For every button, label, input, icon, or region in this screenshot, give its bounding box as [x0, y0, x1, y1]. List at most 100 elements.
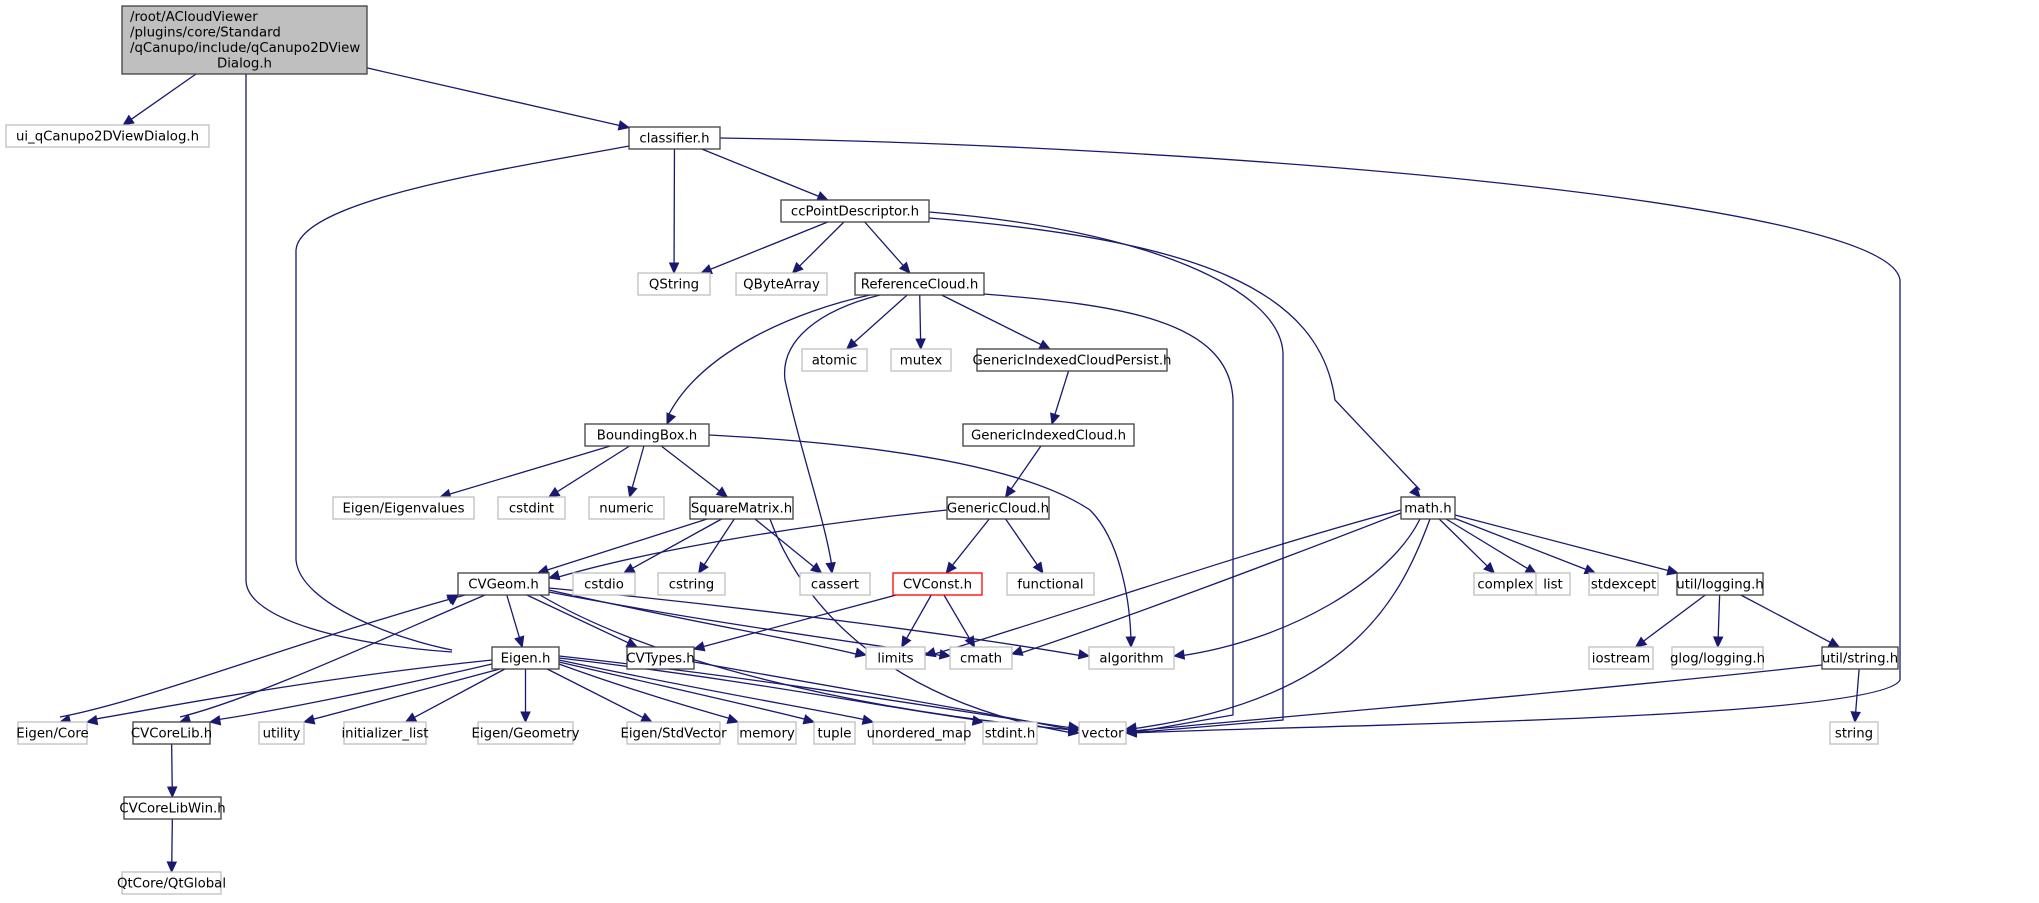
node-cvconst[interactable]: CVConst.h: [892, 572, 983, 596]
node-label: QtCore/QtGlobal: [117, 876, 226, 891]
edge-line: [1454, 514, 1670, 572]
node-label: algorithm: [1099, 651, 1163, 666]
edge-bbox-to-algorithm: [708, 434, 1137, 649]
node-refcloud[interactable]: ReferenceCloud.h: [854, 272, 985, 296]
node-box: [123, 796, 222, 820]
node-sqmatrix[interactable]: SquareMatrix.h: [689, 496, 794, 520]
edge-root-to-cvgeom: [245, 74, 460, 653]
node-label: CVCoreLibWin.h: [119, 801, 225, 816]
edge-line: [554, 509, 948, 579]
edge-line: [1740, 594, 1832, 644]
node-cvcorelibwin[interactable]: CVCoreLibWin.h: [119, 796, 226, 820]
edge-refcloud-to-mutex: [915, 294, 926, 351]
node-label: stdexcept: [1591, 577, 1656, 592]
node-box: [689, 496, 794, 520]
node-utilstring[interactable]: util/string.h: [1821, 646, 1899, 670]
edge-line: [558, 659, 867, 721]
node-box: [121, 5, 368, 75]
node-box: [872, 721, 966, 745]
node-label: cmath: [960, 651, 1002, 666]
node-ccpointdesc[interactable]: ccPointDescriptor.h: [780, 199, 930, 223]
node-cstdio: cstdio: [572, 572, 636, 596]
edge-line: [708, 434, 1132, 642]
node-box: [1829, 721, 1879, 745]
arrowhead-icon: [404, 712, 418, 723]
node-classifier[interactable]: classifier.h: [628, 126, 721, 150]
node-ui_dialog: ui_qCanupo2DViewDialog.h: [5, 124, 210, 148]
edge-line: [853, 294, 908, 344]
edge-refcloud-to-bbox: [666, 294, 871, 426]
arrowhead-icon: [845, 338, 859, 350]
arrowhead-icon: [898, 261, 911, 274]
edge-gcloud-to-cvconst: [945, 518, 990, 574]
node-eigenvalues: Eigen/Eigenvalues: [332, 496, 475, 520]
edge-line: [983, 293, 1234, 734]
arrowhead-icon: [1038, 339, 1052, 350]
node-label: atomic: [812, 353, 857, 368]
edge-utillog-to-glog: [1712, 594, 1724, 649]
edge-line: [558, 661, 809, 721]
edge-line: [366, 67, 621, 127]
node-root[interactable]: /root/ACloudViewer/plugins/core/Standard…: [121, 5, 368, 75]
arrowhead-icon: [166, 861, 178, 874]
node-box: [801, 348, 868, 372]
edge-line: [89, 659, 493, 721]
node-utillog[interactable]: util/logging.h: [1676, 572, 1764, 596]
node-qtglobal: QtCore/QtGlobal: [117, 871, 226, 895]
node-label: BoundingBox.h: [597, 428, 698, 443]
edge-line: [130, 73, 197, 121]
edge-cvgeom-to-cvtypes: [526, 594, 639, 648]
node-mathh[interactable]: math.h: [1400, 496, 1456, 520]
edge-line: [1438, 518, 1489, 568]
edge-classifier-to-ccpointdesc: [701, 148, 829, 201]
node-cvtypes[interactable]: CVTypes.h: [626, 646, 695, 670]
edge-line: [864, 221, 905, 267]
node-gic[interactable]: GenericIndexedCloud.h: [962, 423, 1135, 447]
edge-cvgeom-to-eigencore: [58, 594, 466, 725]
node-box: [584, 423, 710, 447]
node-box: [491, 646, 560, 670]
arrowhead-icon: [715, 486, 729, 498]
edge-mathh-to-algorithm: [1172, 518, 1421, 660]
node-box: [1821, 646, 1899, 670]
node-label: /qCanupo/include/qCanupo2DView: [130, 41, 360, 56]
node-box: [813, 721, 856, 745]
node-box: [657, 572, 726, 596]
edge-line: [631, 445, 645, 489]
node-box: [132, 721, 211, 745]
edge-line: [783, 294, 881, 568]
node-label: Eigen.h: [501, 651, 551, 666]
node-gicp[interactable]: GenericIndexedCloudPersist.h: [973, 348, 1172, 372]
node-label: string: [1835, 726, 1873, 741]
node-label: cstring: [669, 577, 714, 592]
arrowhead-icon: [700, 264, 713, 274]
node-qbytearray: QByteArray: [735, 272, 828, 296]
edge-line: [754, 518, 815, 568]
edge-classifier-to-qstring: [668, 148, 680, 275]
arrowhead-icon: [1032, 561, 1044, 575]
node-box: [1088, 646, 1175, 670]
node-eigenh[interactable]: Eigen.h: [491, 646, 560, 670]
node-cassert: cassert: [799, 572, 871, 596]
arrowhead-icon: [1010, 645, 1024, 656]
node-box: [497, 496, 566, 520]
edge-line: [702, 594, 897, 648]
edge-ccpointdesc-to-mathh: [928, 217, 1421, 498]
edge-line: [1454, 517, 1588, 571]
node-label: list: [1543, 577, 1563, 592]
node-cvgeom[interactable]: CVGeom.h: [457, 572, 550, 596]
arrowhead-icon: [208, 715, 222, 726]
node-gcloud[interactable]: GenericCloud.h: [946, 496, 1050, 520]
node-cvcorelib[interactable]: CVCoreLib.h: [131, 721, 212, 745]
edge-line: [548, 587, 1084, 657]
node-initlist: initializer_list: [341, 721, 429, 745]
edge-root-to-ui_dialog: [122, 73, 197, 126]
edge-cvconst-to-cvtypes: [692, 594, 897, 652]
edge-mathh-to-vector: [1124, 518, 1431, 733]
node-label: GenericIndexedCloud.h: [971, 428, 1126, 443]
node-bbox[interactable]: BoundingBox.h: [584, 423, 710, 447]
node-label: iostream: [1592, 651, 1650, 666]
edge-gcloud-to-cvgeom: [547, 509, 948, 581]
node-label: Eigen/Geometry: [472, 726, 580, 741]
arrowhead-icon: [617, 120, 631, 131]
